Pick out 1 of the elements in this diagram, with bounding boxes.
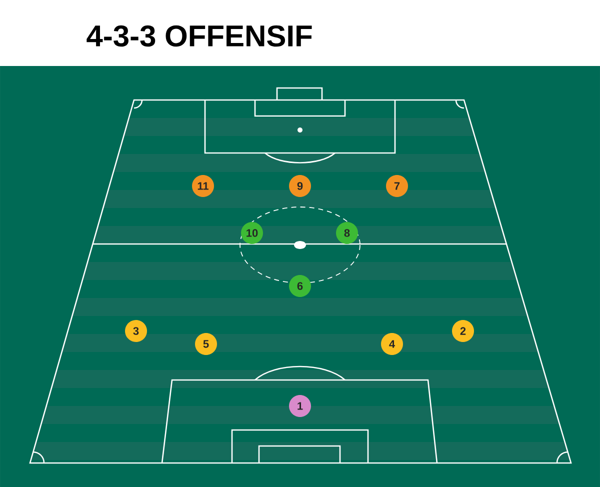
title: 4-3-3 OFFENSIF bbox=[86, 25, 312, 47]
